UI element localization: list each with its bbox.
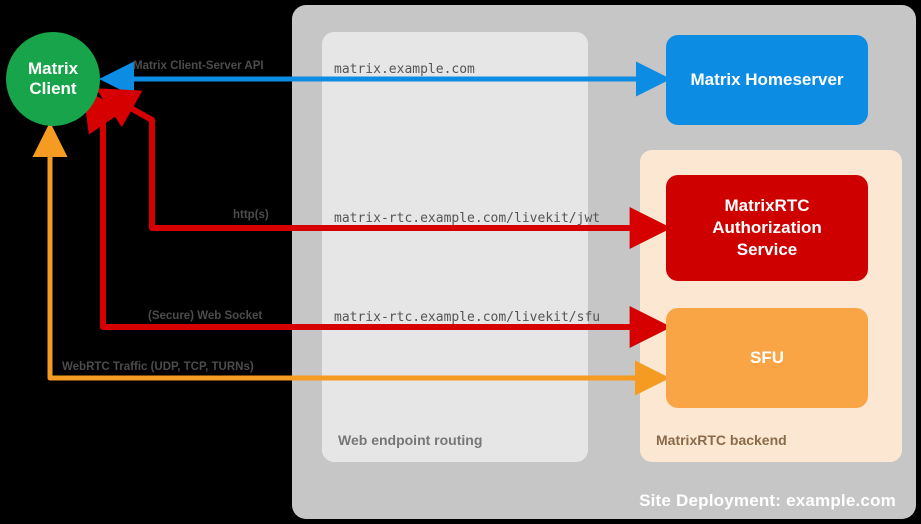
node-sfu-label: SFU: [750, 348, 784, 368]
node-sfu[interactable]: SFU: [666, 308, 868, 408]
edge-label-http: http(s): [233, 209, 269, 221]
node-matrix-client-line1: Matrix: [27, 59, 79, 79]
node-auth-service-line3: Service: [736, 239, 798, 259]
node-auth-service-text: MatrixRTC Authorization Service: [712, 195, 822, 260]
node-matrix-client[interactable]: Matrix Client: [6, 32, 100, 126]
node-auth-service-line1: MatrixRTC: [724, 196, 810, 216]
endpoint-label-jwt: matrix-rtc.example.com/livekit/jwt: [334, 211, 601, 226]
node-matrix-homeserver-label: Matrix Homeserver: [690, 70, 844, 90]
edge-label-webrtc: WebRTC Traffic (UDP, TCP, TURNs): [62, 361, 254, 373]
node-matrixrtc-authorization-service[interactable]: MatrixRTC Authorization Service: [666, 175, 868, 281]
web-endpoint-routing-container: Web endpoint routing: [322, 32, 588, 462]
endpoint-label-sfu: matrix-rtc.example.com/livekit/sfu: [334, 310, 601, 325]
edge-label-client-server-api: Matrix Client-Server API: [133, 60, 264, 72]
edge-label-websocket: (Secure) Web Socket: [148, 310, 263, 322]
web-endpoint-routing-label: Web endpoint routing: [338, 432, 483, 448]
endpoint-label-matrix: matrix.example.com: [334, 62, 475, 77]
node-matrix-homeserver[interactable]: Matrix Homeserver: [666, 35, 868, 125]
site-deployment-label: Site Deployment: example.com: [639, 491, 896, 510]
matrixrtc-backend-label: MatrixRTC backend: [656, 432, 787, 448]
node-matrix-client-line2: Client: [29, 79, 77, 98]
node-auth-service-line2: Authorization: [712, 218, 822, 238]
